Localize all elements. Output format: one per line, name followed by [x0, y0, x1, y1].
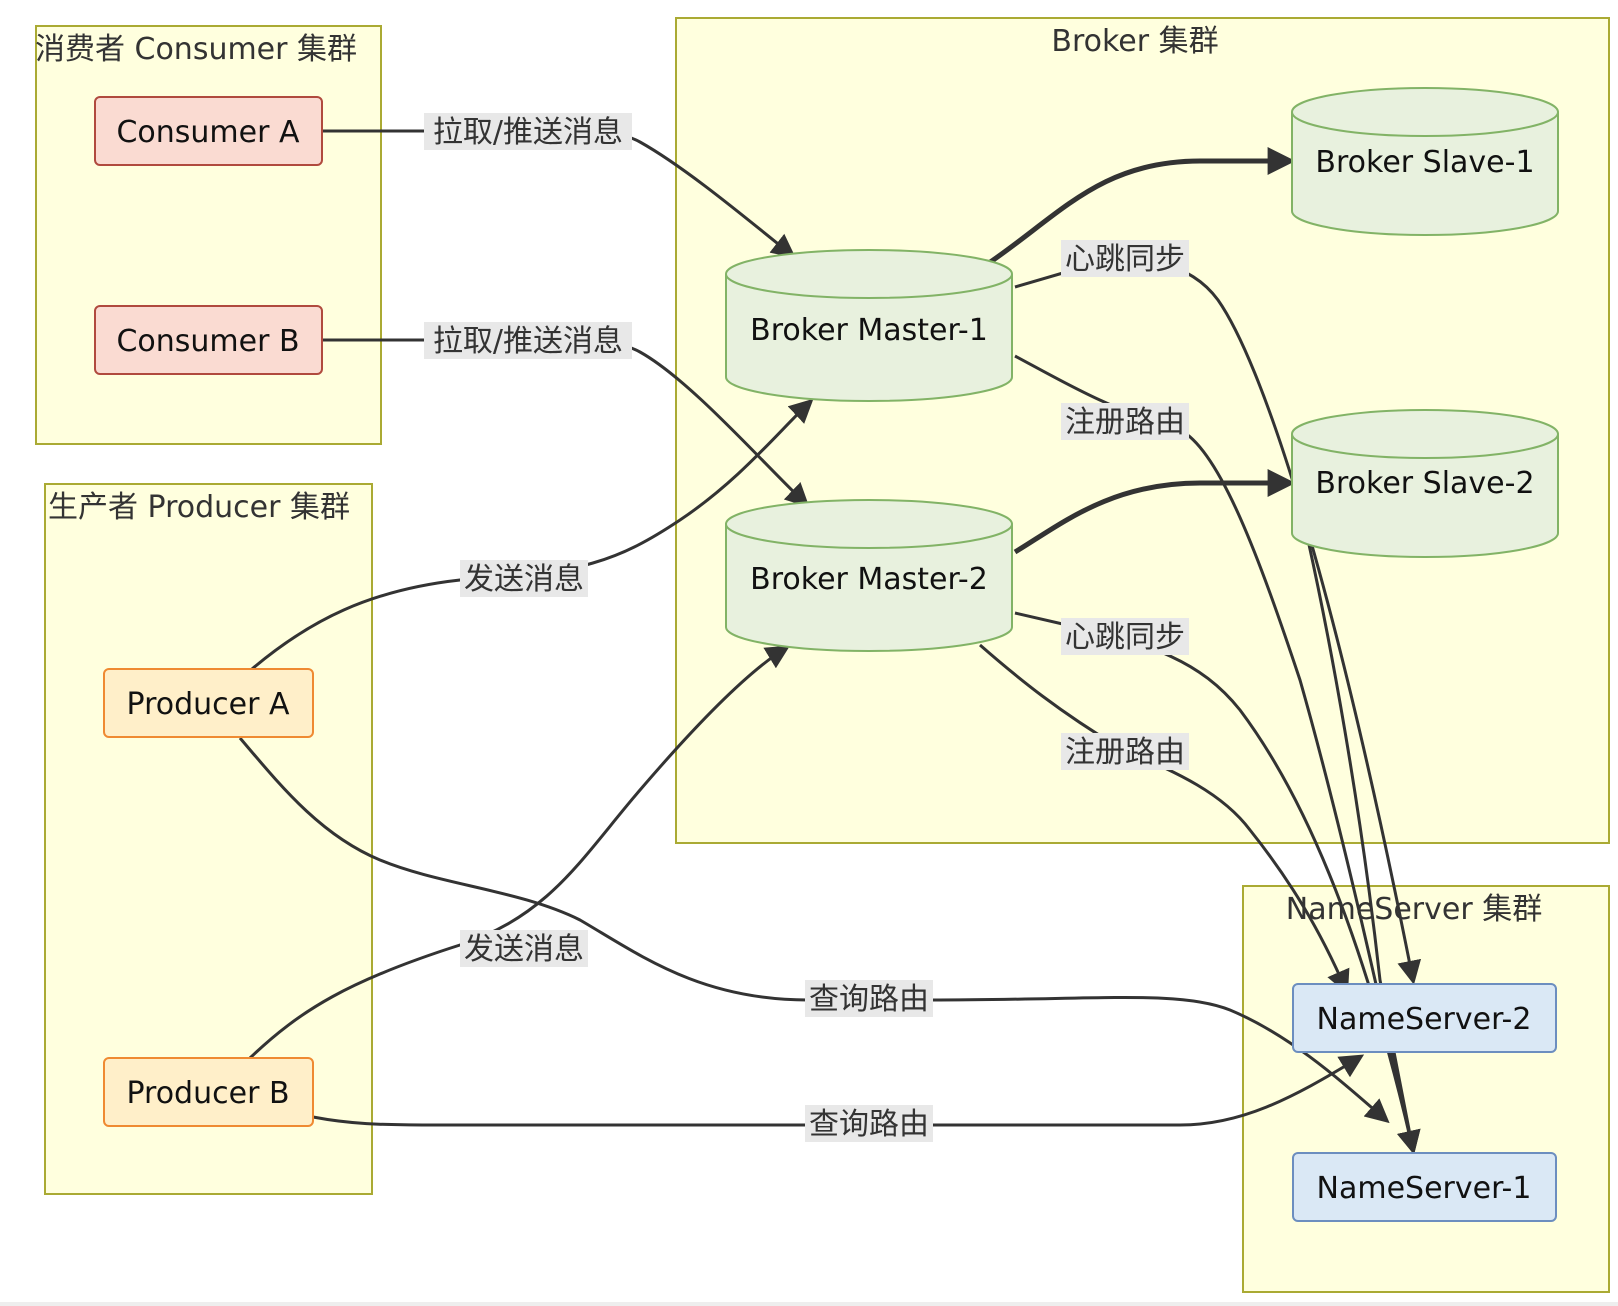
bottom-divider [0, 1302, 1618, 1306]
edge-master-2-register [979, 643, 1350, 995]
nameserver-2-label: NameServer-2 [1317, 1002, 1532, 1037]
node-broker-slave-1[interactable]: Broker Slave-1 [1291, 87, 1559, 236]
nameserver-cluster: NameServer 集群 [1242, 885, 1610, 1293]
edge-label-producer-a-send: 发送消息 [464, 562, 584, 597]
edge-label-producer-a-query: 查询路由 [809, 982, 929, 1017]
edge-label-consumer-a-pull: 拉取/推送消息 [433, 115, 623, 150]
edge-label-master-1-register: 注册路由 [1065, 405, 1185, 440]
edge-slave-2-to-nameserver [1306, 539, 1415, 1151]
node-nameserver-2[interactable]: NameServer-2 [1292, 983, 1557, 1053]
broker-cluster-title: Broker 集群 [1051, 24, 1218, 59]
consumer-a-label: Consumer A [116, 115, 300, 150]
edge-producer-b-to-master-2 [248, 645, 791, 1060]
edge-producer-a-to-nameserver-1 [238, 737, 1390, 1124]
edge-producer-b-to-nameserver-2 [312, 1054, 1365, 1127]
edge-master-1-to-slave-1 [984, 147, 1296, 268]
nameserver-1-label: NameServer-1 [1317, 1171, 1532, 1206]
edge-master-2-to-slave-2 [1013, 469, 1296, 555]
broker-master-2-label: Broker Master-2 [750, 562, 988, 597]
node-consumer-b[interactable]: Consumer B [94, 305, 323, 375]
edge-labels: 拉取/推送消息 拉取/推送消息 发送消息 发送消息 查询路由 查询路由 心跳同步… [424, 113, 1189, 1142]
node-producer-b[interactable]: Producer B [103, 1057, 314, 1127]
edge-label-producer-b-query: 查询路由 [809, 1107, 929, 1142]
node-nameserver-1[interactable]: NameServer-1 [1292, 1152, 1557, 1222]
edge-label-master-2-heartbeat: 心跳同步 [1065, 620, 1185, 655]
node-consumer-a[interactable]: Consumer A [94, 96, 323, 166]
consumer-cluster: 消费者 Consumer 集群 [35, 25, 382, 445]
edge-label-master-1-heartbeat: 心跳同步 [1065, 242, 1185, 277]
broker-master-1-label: Broker Master-1 [750, 313, 988, 348]
consumer-cluster-box [35, 25, 382, 445]
edge-label-producer-b-send: 发送消息 [464, 932, 584, 967]
nameserver-cluster-title: NameServer 集群 [1286, 892, 1542, 927]
node-broker-master-2[interactable]: Broker Master-2 [725, 499, 1013, 652]
node-broker-master-1[interactable]: Broker Master-1 [725, 249, 1013, 402]
broker-slave-2-label: Broker Slave-2 [1315, 466, 1534, 501]
nameserver-cluster-box [1242, 885, 1610, 1293]
broker-slave-1-label: Broker Slave-1 [1315, 145, 1534, 180]
producer-cluster-title: 生产者 Producer 集群 [48, 490, 350, 525]
edge-label-consumer-b-pull: 拉取/推送消息 [433, 324, 623, 359]
producer-b-label: Producer B [126, 1076, 289, 1111]
consumer-b-label: Consumer B [116, 324, 299, 359]
node-broker-slave-2[interactable]: Broker Slave-2 [1291, 409, 1559, 558]
consumer-cluster-title: 消费者 Consumer 集群 [35, 32, 357, 67]
edge-label-master-2-register: 注册路由 [1065, 735, 1185, 770]
producer-a-label: Producer A [127, 687, 290, 722]
node-producer-a[interactable]: Producer A [103, 668, 314, 738]
